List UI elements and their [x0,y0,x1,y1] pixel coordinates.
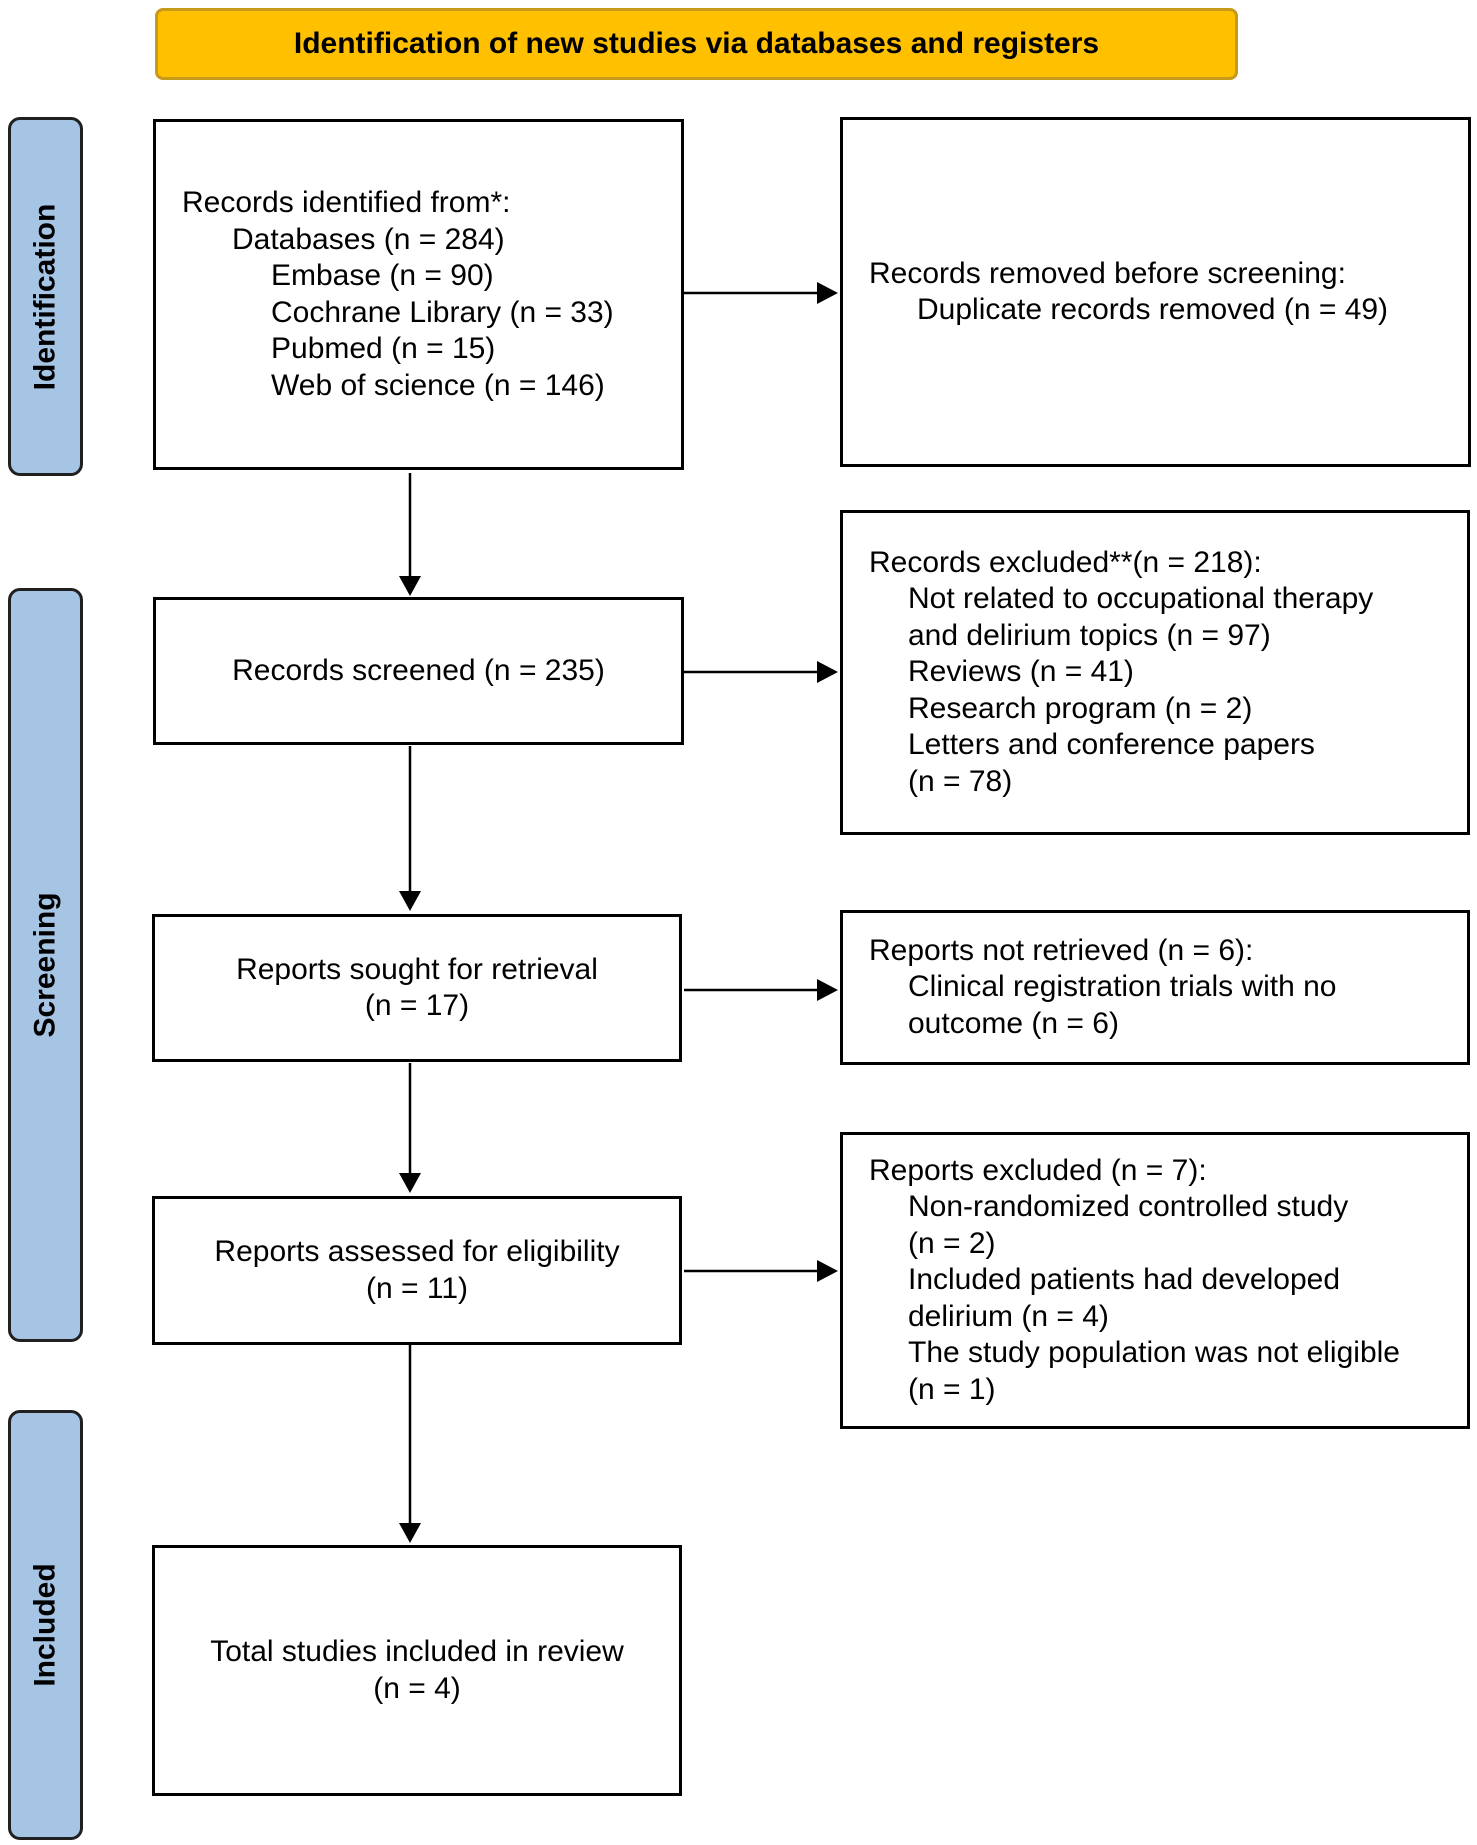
excluded-reason-line: Not related to occupational therapy [908,582,1374,616]
reports-excluded-heading: Reports excluded (n = 7): [869,1153,1207,1187]
excluded-reason-line: Research program (n = 2) [908,691,1253,725]
records-screened-label: Records screened (n = 235) [232,653,605,687]
arrowhead-down [399,891,421,911]
phase-included: Included [8,1410,83,1840]
source-embase: Embase (n = 90) [271,259,494,292]
reports-excluded-reason-line: Non-randomized controlled study [908,1190,1349,1224]
records-excluded-box: Records excluded**(n = 218): Not related… [840,510,1470,835]
databases-count: Databases (n = 284) [232,222,505,256]
records-removed-box: Records removed before screening: Duplic… [840,117,1471,467]
source-pubmed: Pubmed (n = 15) [271,332,496,365]
records-excluded-heading: Records excluded**(n = 218): [869,545,1262,579]
arrowhead-right [817,979,838,1001]
reports-sought-box: Reports sought for retrieval (n = 17) [152,914,682,1062]
arrowhead-down [399,1173,421,1193]
reports-excluded-reason-line: (n = 1) [908,1372,996,1406]
not-retrieved-reason-line: Clinical registration trials with no [908,970,1337,1004]
reports-sought-count: (n = 17) [364,989,470,1022]
source-cochrane: Cochrane Library (n = 33) [271,295,614,329]
studies-included-count: (n = 4) [373,1671,461,1705]
reports-excluded-reason-line: delirium (n = 4) [908,1299,1109,1333]
excluded-reason-line: Letters and conference papers [908,728,1315,762]
arrowhead-down [399,576,421,596]
records-identified-heading: Records identified from*: [182,186,511,219]
studies-included-box: Total studies included in review (n = 4) [152,1545,682,1796]
duplicates-removed: Duplicate records removed (n = 49) [917,293,1389,326]
reports-excluded-reason-line: Included patients had developed [908,1263,1341,1297]
arrowhead-right [817,661,838,683]
records-identified-box: Records identified from*: Databases (n =… [153,119,684,470]
excluded-reason-line: (n = 78) [908,764,1013,798]
reports-assessed-label: Reports assessed for eligibility [214,1235,620,1268]
reports-excluded-reason-line: The study population was not eligible [908,1336,1400,1370]
reports-excluded-box: Reports excluded (n = 7): Non-randomized… [840,1132,1470,1429]
phase-identification: Identification [8,117,83,476]
not-retrieved-heading: Reports not retrieved (n = 6): [869,933,1254,967]
reports-assessed-count: (n = 11) [366,1271,468,1305]
source-web-of-science: Web of science (n = 146) [271,368,605,402]
not-retrieved-reason-line: outcome (n = 6) [908,1006,1119,1040]
records-screened-box: Records screened (n = 235) [153,597,684,745]
excluded-reason-line: Reviews (n = 41) [908,655,1134,689]
reports-sought-label: Reports sought for retrieval [236,952,598,986]
excluded-reason-line: and delirium topics (n = 97) [908,618,1271,652]
reports-assessed-box: Reports assessed for eligibility (n = 11… [152,1196,682,1345]
reports-not-retrieved-box: Reports not retrieved (n = 6): Clinical … [840,910,1470,1065]
arrowhead-right [817,282,838,304]
header-banner: Identification of new studies via databa… [155,8,1238,80]
arrowhead-down [399,1523,421,1543]
arrowhead-right [817,1260,838,1282]
header-title: Identification of new studies via databa… [293,27,1100,60]
records-removed-heading: Records removed before screening: [869,256,1346,290]
studies-included-label: Total studies included in review [210,1635,624,1668]
phase-screening: Screening [8,588,83,1342]
reports-excluded-reason-line: (n = 2) [908,1226,996,1260]
